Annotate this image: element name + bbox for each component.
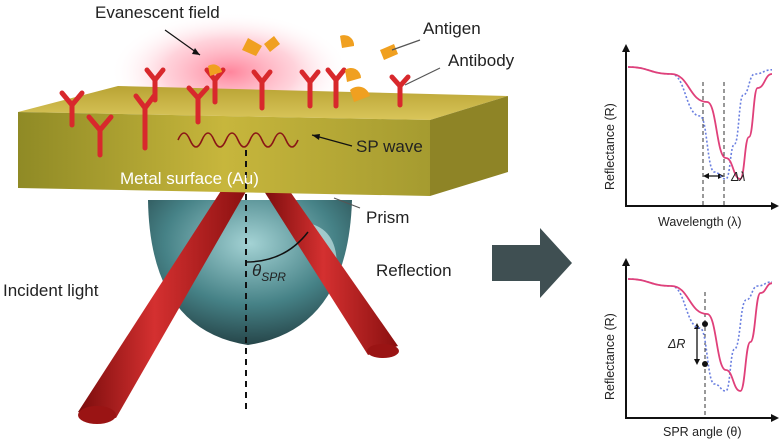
chart1-series-shifted — [627, 66, 773, 180]
antigen — [350, 86, 370, 102]
chart1-annotation: Δλ — [730, 170, 746, 184]
metal-slab-front — [18, 112, 430, 196]
chart2-point-lower — [702, 361, 708, 367]
chart1-series-reference — [627, 66, 773, 180]
wavelength-chart: Reflectance (R) Wavelength (λ) Δλ — [603, 44, 779, 229]
prism-highlight — [300, 222, 337, 285]
chart2-series-shifted — [627, 278, 773, 392]
evanescent-field-label: Evanescent field — [95, 3, 220, 22]
antibody — [86, 114, 114, 158]
antibody — [251, 69, 273, 111]
chart1-delta-head-left — [703, 173, 709, 179]
chart2-x-arrow — [771, 414, 779, 422]
antigen-label: Antigen — [423, 19, 481, 38]
chart2-y-arrow — [622, 258, 630, 266]
incident-beam-end — [78, 406, 116, 424]
antibody — [144, 67, 166, 103]
antigen — [380, 44, 398, 60]
incident-light-label: Incident light — [3, 281, 99, 300]
antigen — [242, 38, 262, 56]
antigen — [345, 67, 361, 82]
sp-wave — [177, 132, 299, 148]
chart2-point-upper — [702, 321, 708, 327]
chart2-axes — [625, 262, 775, 419]
prism-leader — [333, 197, 361, 209]
sp-wave-leader-head — [312, 134, 320, 140]
chart2-xlabel: SPR angle (θ) — [663, 425, 742, 439]
antibody-label: Antibody — [448, 51, 515, 70]
chart2-ylabel: Reflectance (R) — [603, 313, 617, 400]
antigen — [208, 64, 222, 76]
antigen-layer — [208, 35, 398, 102]
antigen — [264, 36, 280, 52]
antibody-leader — [404, 67, 441, 86]
sp-wave-label: SP wave — [356, 137, 423, 156]
chart1-y-arrow — [622, 44, 630, 52]
chart1-xlabel: Wavelength (λ) — [658, 215, 742, 229]
antibody-layer — [59, 67, 411, 158]
incident-light-beam — [78, 180, 248, 418]
reflection-label: Reflection — [376, 261, 452, 280]
chart2-annotation: ΔR — [667, 337, 685, 351]
antibody — [325, 67, 347, 109]
metal-slab-side — [430, 96, 508, 196]
antibody — [186, 85, 210, 125]
reflected-light-beam — [262, 180, 398, 355]
chart1-ylabel: Reflectance (R) — [603, 103, 617, 190]
antigen — [340, 35, 355, 48]
reflected-beam-end — [367, 344, 399, 358]
angle-chart: Reflectance (R) SPR angle (θ) ΔR — [603, 258, 779, 439]
chart1-axes — [625, 48, 775, 207]
metal-surface-label: Metal surface (Au) — [120, 169, 259, 188]
antibody — [59, 90, 85, 128]
antibody — [299, 69, 321, 109]
process-arrow — [492, 228, 572, 298]
chart2-delta-head-bottom — [694, 359, 700, 365]
theta-arc — [245, 231, 309, 263]
chart1-x-arrow — [771, 202, 779, 210]
antibody — [389, 74, 411, 108]
chart2-series-reference — [627, 278, 773, 392]
theta-spr-label: θSPR — [252, 261, 286, 284]
antigen-leader — [391, 39, 421, 51]
prism-label: Prism — [366, 208, 409, 227]
evanescent-leader-head — [192, 48, 200, 55]
